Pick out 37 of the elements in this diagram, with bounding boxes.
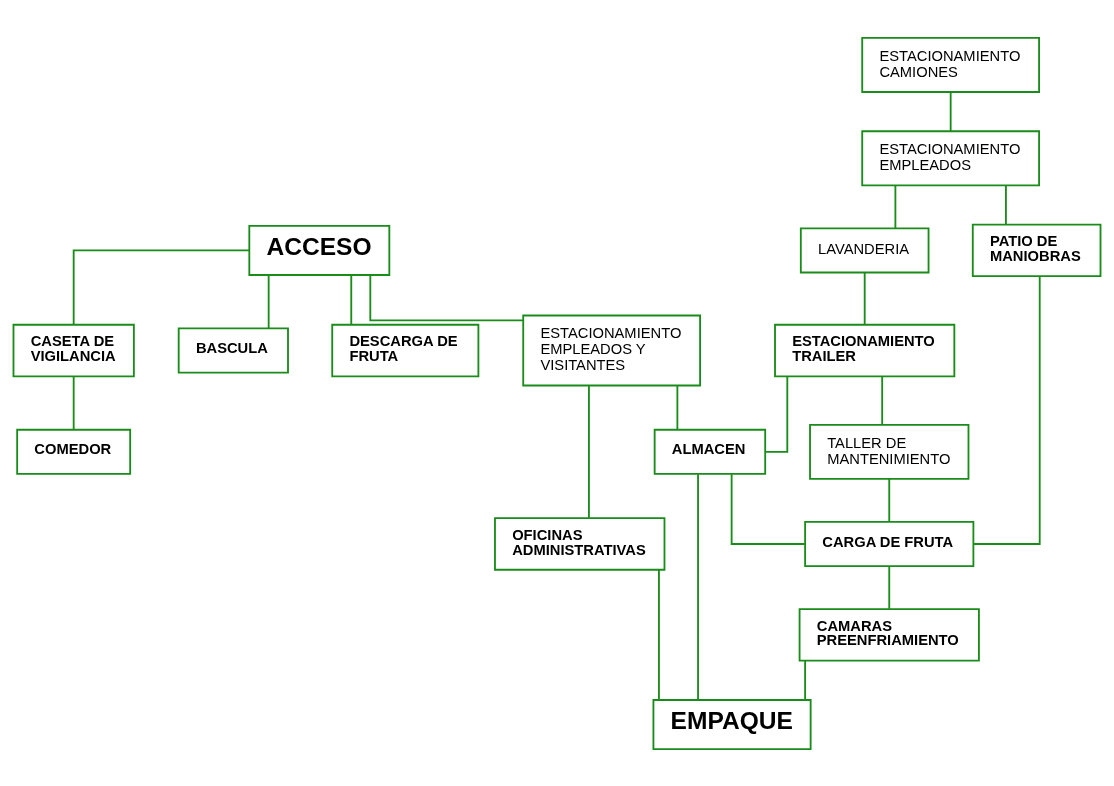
node-box: TALLER DE MANTENIMIENTO (809, 423, 970, 480)
node-box: ALMACEN (653, 428, 767, 475)
node-box: COMEDOR (16, 428, 132, 475)
connector (972, 275, 1041, 545)
node-box: CAMARAS PREENFRIAMIENTO (798, 607, 980, 662)
connector (804, 659, 807, 701)
connector (764, 375, 789, 453)
node-box: EMPAQUE (652, 698, 812, 750)
node-box: ACCESO (248, 224, 391, 276)
connector (949, 91, 952, 132)
connector (676, 384, 679, 430)
connector (588, 384, 590, 519)
connector (888, 477, 891, 523)
node-box: CASETA DE VIGILANCIA (12, 323, 135, 377)
node-box: BASCULA (177, 326, 289, 374)
node-box: DESCARGA DE FRUTA (331, 323, 480, 377)
node-box: CARGA DE FRUTA (804, 520, 975, 567)
node-box: ESTACIONAMIENTO EMPLEADOS Y VISITANTES (522, 314, 701, 386)
node-box: ESTACIONAMIENTO CAMIONES (861, 36, 1040, 93)
connector (697, 472, 699, 701)
connector (1005, 184, 1007, 225)
connector (888, 565, 891, 610)
connector (881, 375, 884, 426)
connector (72, 375, 75, 431)
node-box: ESTACIONAMIENTO TRAILER (774, 323, 956, 377)
node-box: LAVANDERIA (799, 226, 930, 273)
node-box: OFICINAS ADMINISTRATIVAS (494, 516, 666, 571)
connector (658, 568, 660, 701)
connector (894, 184, 897, 229)
connector (350, 273, 353, 326)
node-box: ESTACIONAMIENTO EMPLEADOS (861, 129, 1040, 186)
connector (72, 249, 251, 325)
connector (369, 273, 525, 321)
connector (267, 273, 270, 329)
node-box: PATIO DE MANIOBRAS (971, 223, 1102, 277)
connector (730, 472, 806, 545)
connector (863, 271, 866, 325)
